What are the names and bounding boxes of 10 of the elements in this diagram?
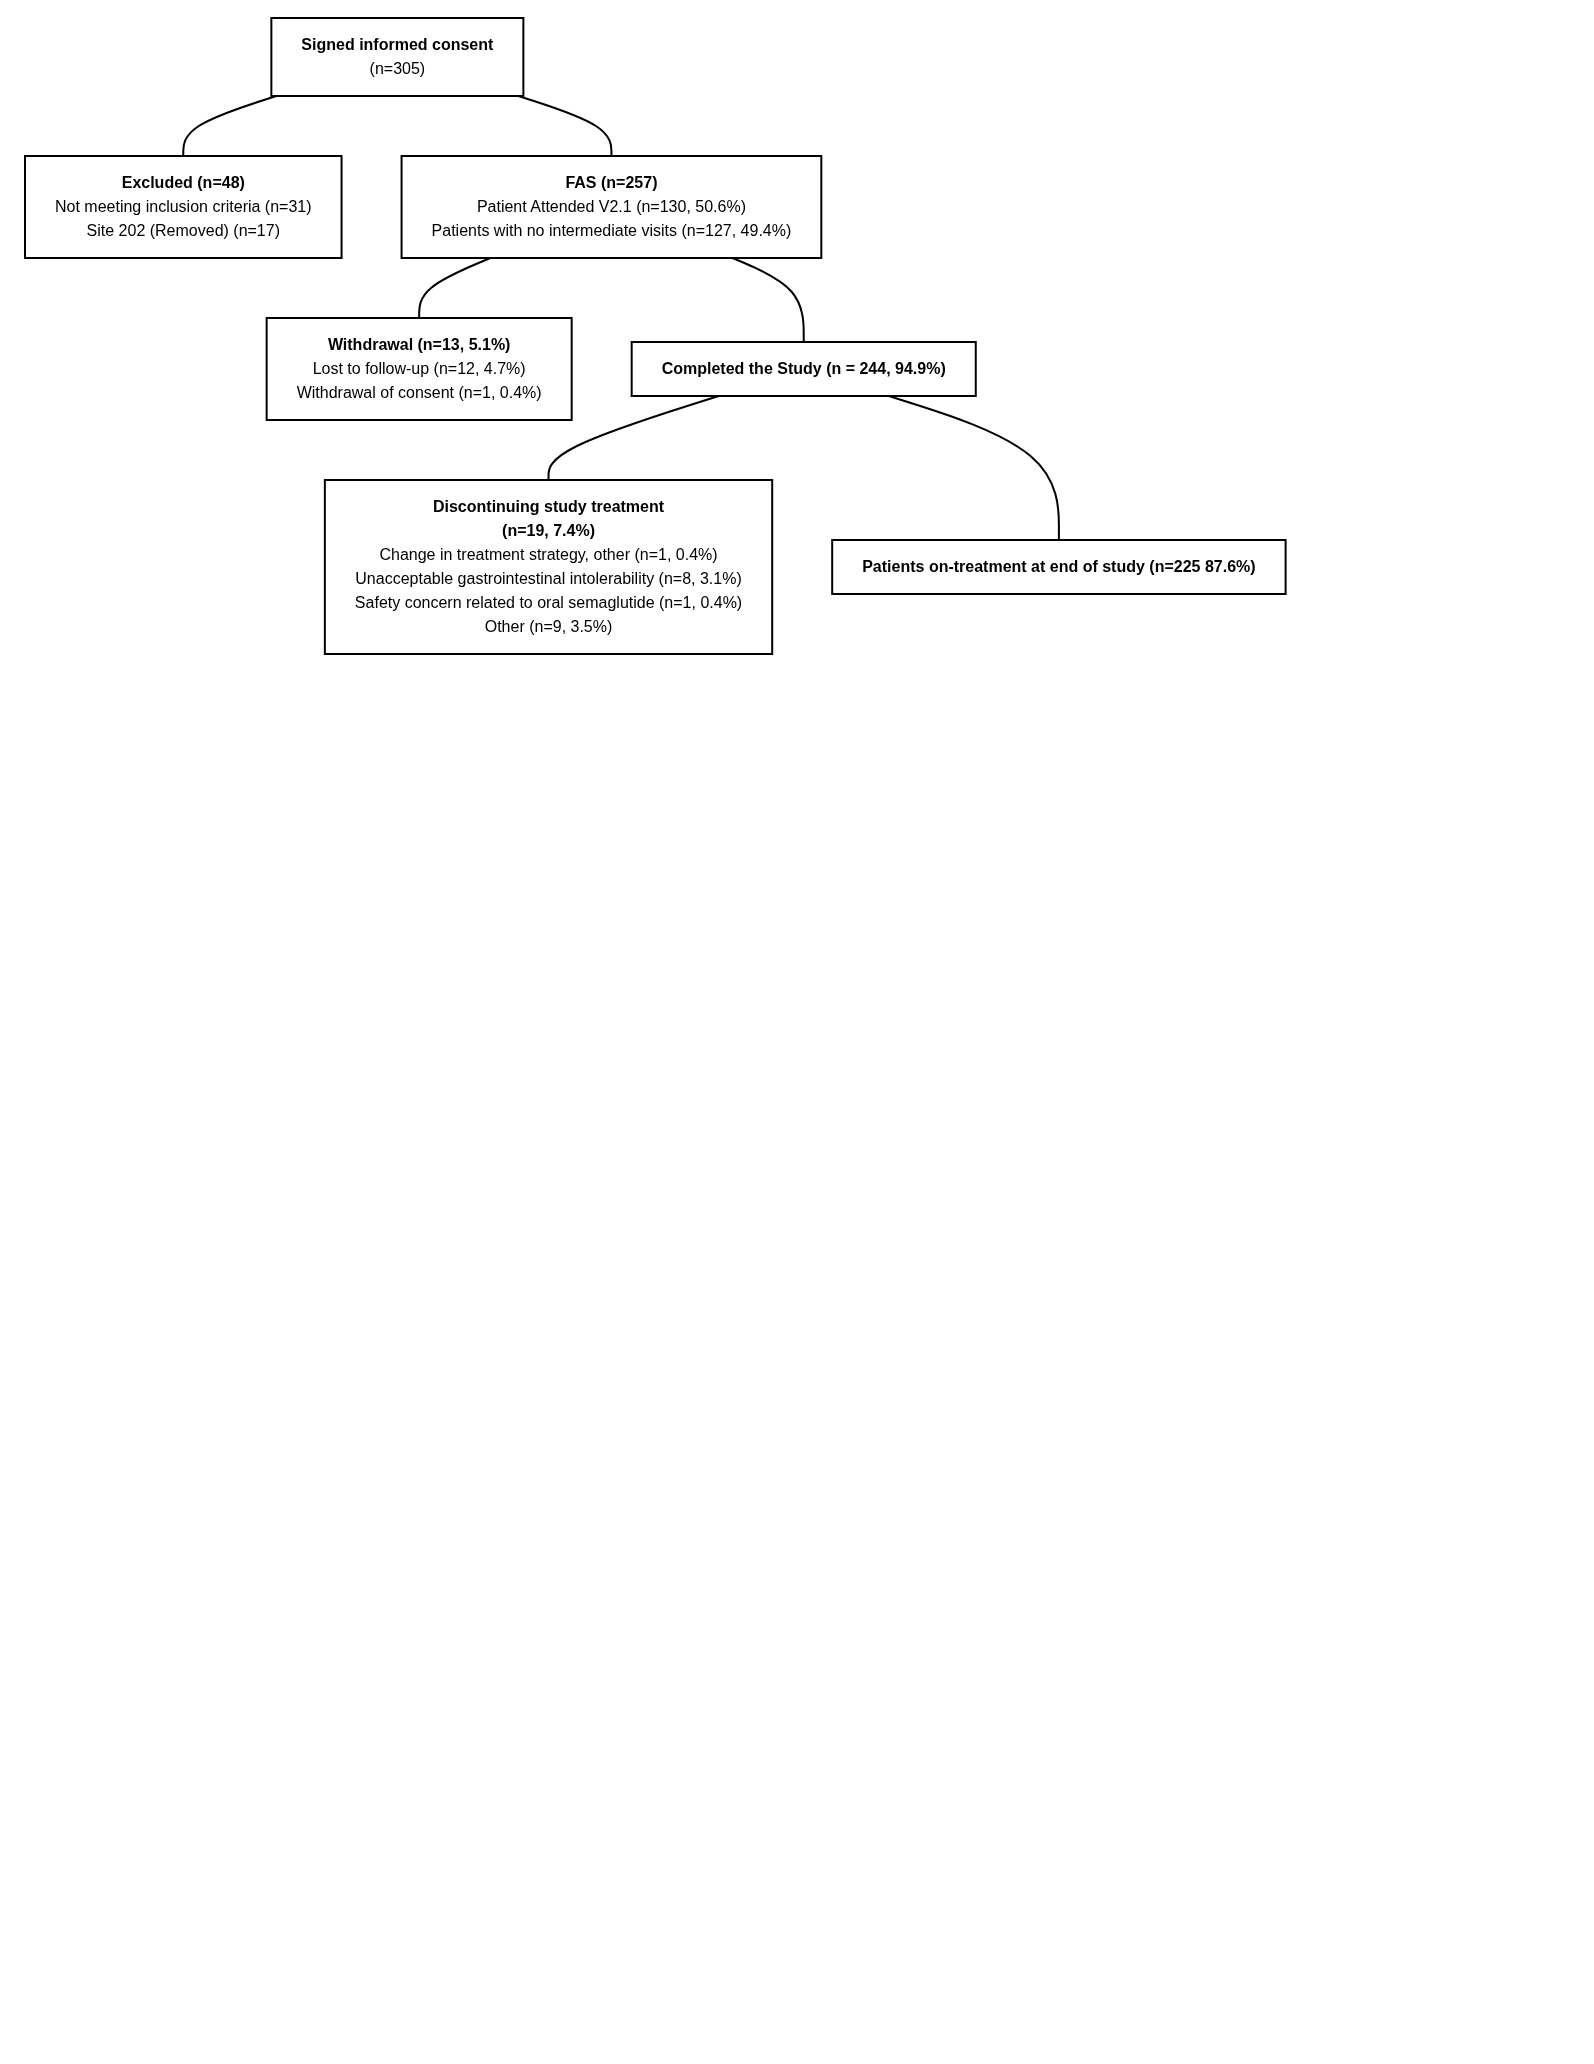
node-box: Discontinuing study treatment (n=19, 7.4%) Change in treatment strategy, other (n=1, 0.4%) Unacceptable gastrointestinal intolerability (n=8, 3.1%) Safety concern related to oral semaglutide (n=1, 0.4%) Other (n=9, 3.5%) — [323, 479, 774, 655]
connector — [731, 257, 805, 343]
connector — [418, 257, 492, 319]
node-box: Withdrawal (n=13, 5.1%) Lost to follow-up (n=12, 4.7%) Withdrawal of consent (n=1, 0.4%) — [265, 317, 573, 421]
node-box: Completed the Study (n = 244, 94.9%) — [630, 341, 977, 397]
node-box: Signed informed consent (n=305) — [270, 17, 525, 97]
node-box: Patients on-treatment at end of study (n=225 87.6%) — [831, 539, 1287, 595]
node-box: FAS (n=257) Patient Attended V2.1 (n=130, 50.6%) Patients with no intermediate visits (n=127, 49.4%) — [400, 155, 823, 259]
connector — [182, 95, 278, 157]
node-box: Excluded (n=48) Not meeting inclusion criteria (n=31) Site 202 (Removed) (n=17) — [24, 155, 343, 259]
